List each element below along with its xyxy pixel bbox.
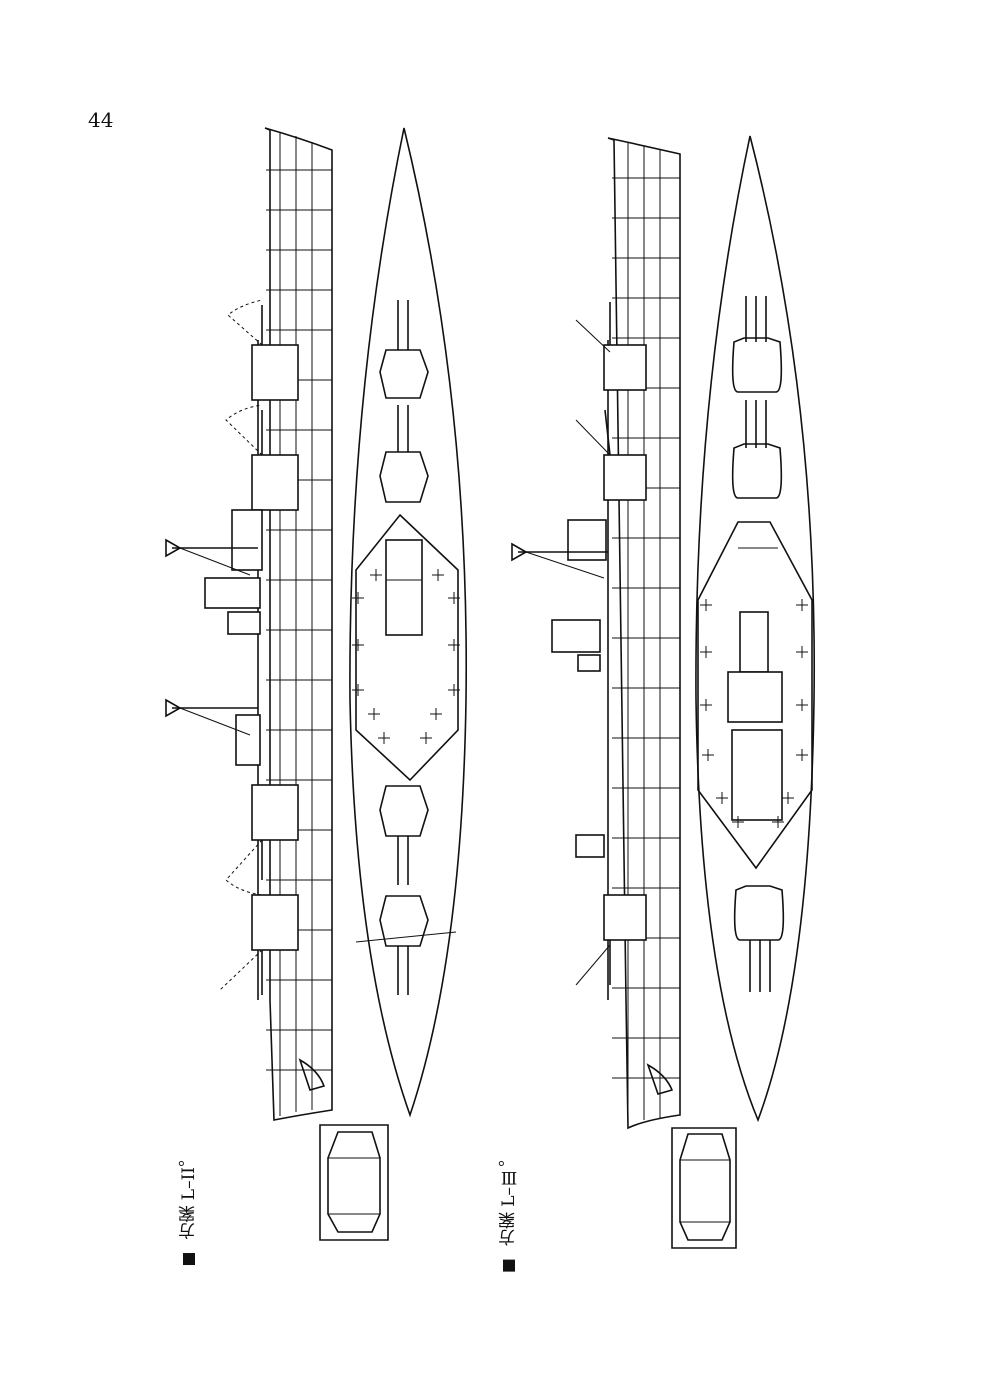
design-l3-midship-section (671, 1127, 737, 1249)
caption-bullet-square (503, 1259, 515, 1272)
design-l3-deck-plan (695, 135, 816, 1123)
caption-bullet-square (183, 1253, 195, 1266)
design-l2-deck-plan (349, 127, 468, 1118)
design-l2-side-profile (165, 127, 333, 1121)
design-l3-side-profile (511, 137, 681, 1130)
page-number: 44 (88, 108, 114, 132)
figure-caption-l3-text: 方案 L–Ⅲ。 (499, 1150, 519, 1247)
figure-caption-l2-text: 方案 L–II。 (179, 1150, 199, 1240)
design-l2-midship-section (319, 1124, 389, 1241)
figure-caption-l3: 方案 L–Ⅲ。 (496, 1150, 521, 1272)
figure-caption-l2: 方案 L–II。 (176, 1150, 201, 1266)
